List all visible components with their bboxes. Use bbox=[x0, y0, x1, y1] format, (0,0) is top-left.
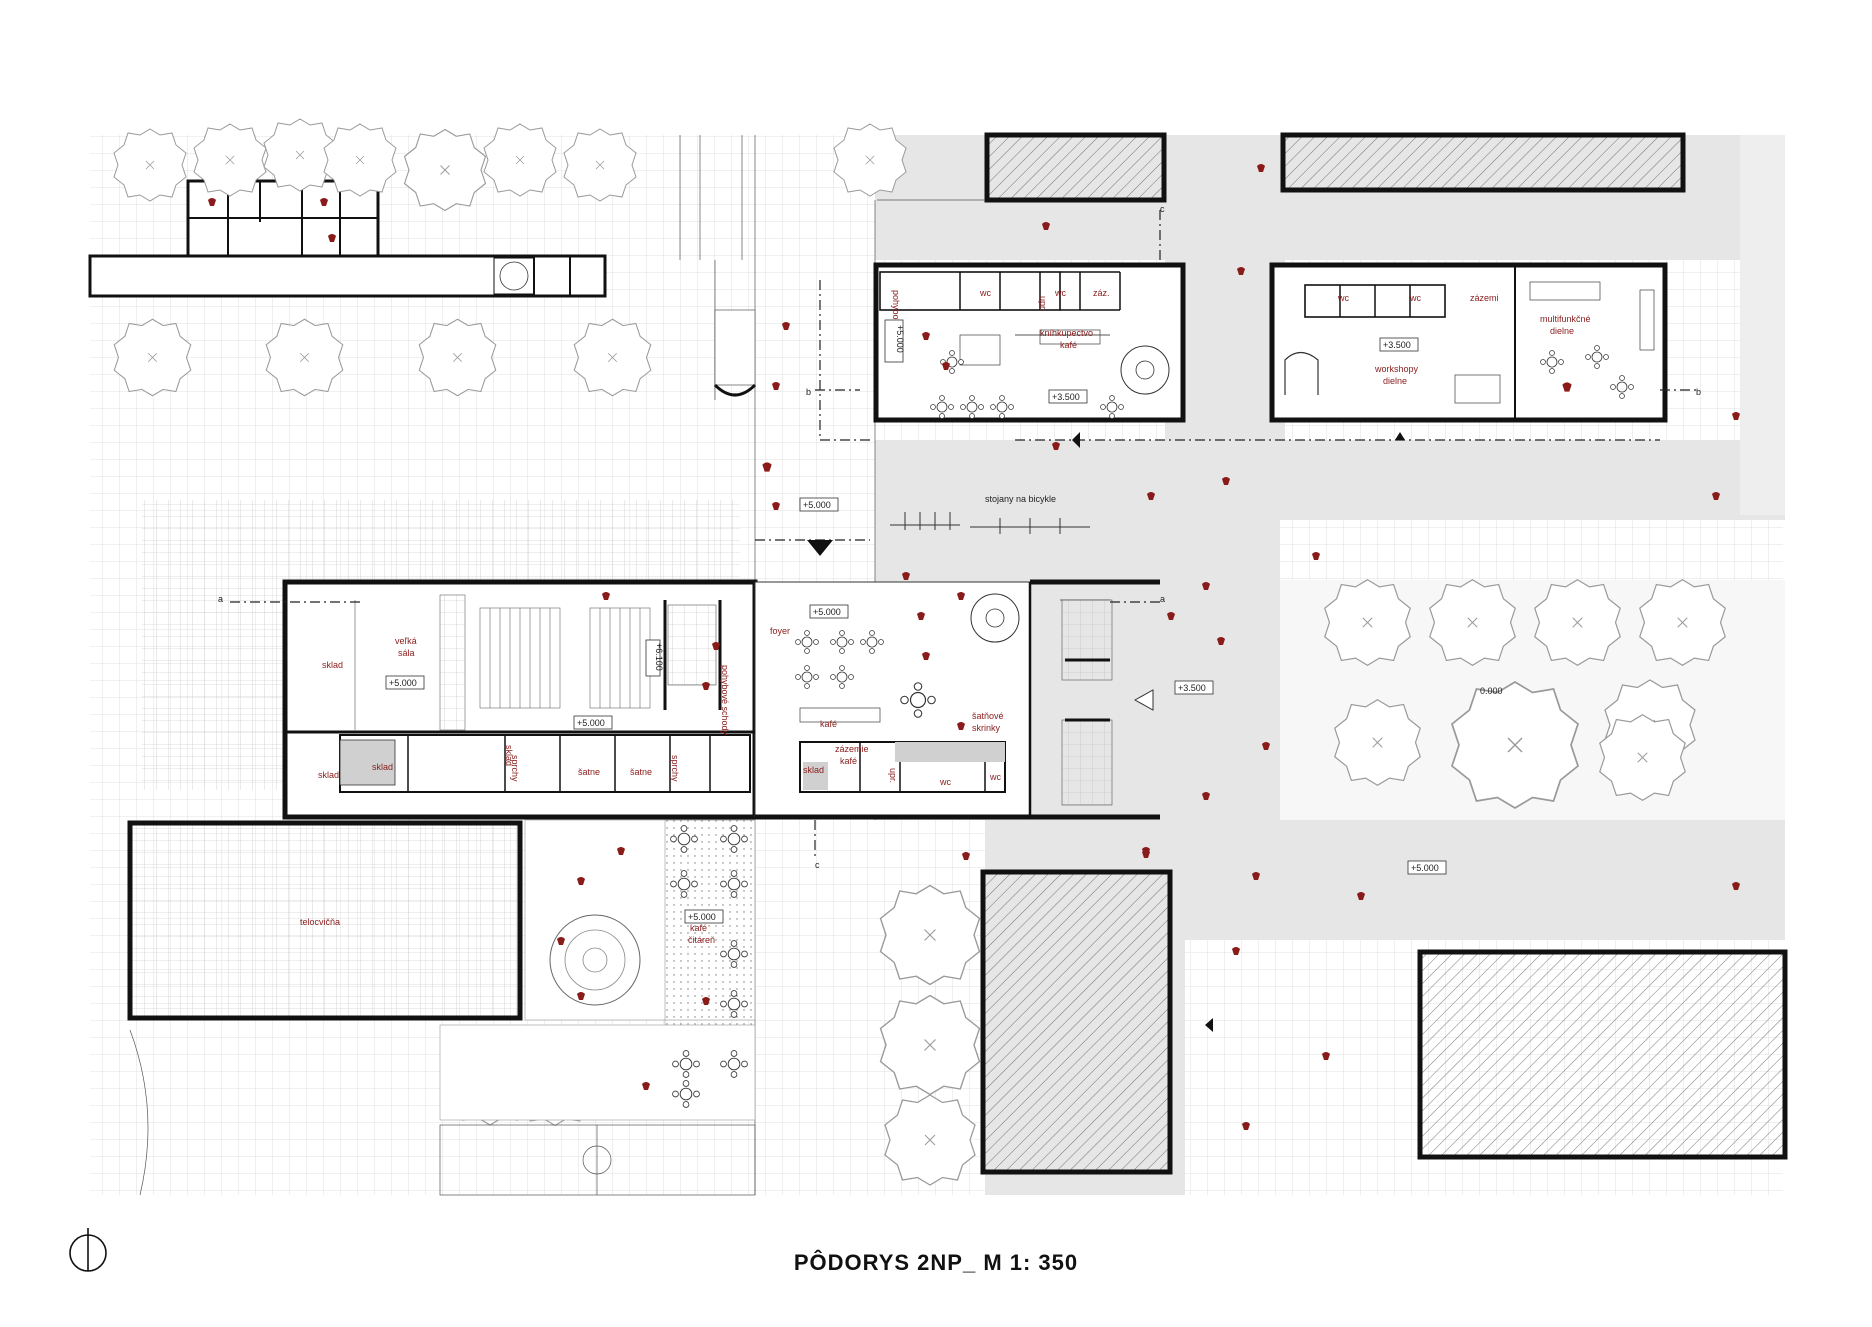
section-marks: a a b b c c bbox=[218, 204, 1701, 870]
label-velka-sala-2: sála bbox=[398, 648, 415, 658]
bookshop-building bbox=[873, 262, 1186, 423]
label-knihkupectvo: kníhkupectvo bbox=[1040, 328, 1093, 338]
label-kafe-mid: kafé bbox=[820, 719, 837, 729]
label-workshopy: workshopy bbox=[1374, 364, 1419, 374]
auditorium-seating bbox=[354, 594, 651, 731]
north-arrow-icon bbox=[69, 1228, 107, 1272]
elevation-tags: +5.000 +3.500 +3.500 +5.000 +5.000 +6.10… bbox=[385, 319, 1503, 924]
upper-street-lines bbox=[679, 135, 985, 1195]
label-sklad-5: sklad bbox=[803, 765, 824, 775]
label-zazemie-kafe-1: zázemie bbox=[835, 744, 869, 754]
section-arrow-icon bbox=[1205, 1018, 1213, 1032]
section-arrow-icon bbox=[1072, 432, 1080, 448]
section-lines bbox=[230, 210, 1700, 860]
label-wc-3: wc bbox=[1337, 293, 1349, 303]
label-dielne-right: dielne bbox=[1550, 326, 1574, 336]
bike-racks bbox=[890, 512, 1090, 534]
label-zazemie-kafe-2: kafé bbox=[840, 756, 857, 766]
label-dielne: dielne bbox=[1383, 376, 1407, 386]
elevation-e12: +5.000 bbox=[688, 912, 716, 922]
label-kafe-citaren-1: kafé bbox=[690, 923, 707, 933]
label-wc-2: wc bbox=[1054, 288, 1066, 298]
gym bbox=[127, 820, 523, 1021]
label-sprchy-1: sprchy bbox=[510, 755, 520, 782]
label-kafe-citaren-2: čitáreň bbox=[688, 935, 715, 945]
elevation-e8: +5.000 bbox=[577, 718, 605, 728]
label-sklad-1: sklad bbox=[322, 660, 343, 670]
section-mark-b-left: b bbox=[806, 387, 811, 397]
label-sprchy-2: sprchy bbox=[670, 755, 680, 782]
elevation-e1: +5.000 bbox=[895, 325, 905, 353]
label-foyer: foyer bbox=[770, 626, 790, 636]
elevation-e10: 0.000 bbox=[1480, 686, 1503, 696]
elevation-e5: +5.000 bbox=[813, 607, 841, 617]
label-velka-sala-1: veľká bbox=[395, 636, 417, 646]
label-satnove-2: skrinky bbox=[972, 723, 1001, 733]
elevation-e3: +3.500 bbox=[1383, 340, 1411, 350]
label-kafe-top: kafé bbox=[1060, 340, 1077, 350]
label-sklad-2: sklad bbox=[318, 770, 339, 780]
label-sklad-3: sklad bbox=[372, 762, 393, 772]
label-upr-2: upr. bbox=[888, 768, 898, 783]
sport-court bbox=[129, 1029, 756, 1196]
foyer-furniture bbox=[795, 630, 936, 723]
elevation-e2: +3.500 bbox=[1052, 392, 1080, 402]
workshop-building bbox=[1269, 262, 1668, 423]
label-satne-1: šatne bbox=[578, 767, 600, 777]
cafe-garden bbox=[439, 819, 756, 1121]
section-c-arrow-icon bbox=[807, 540, 833, 556]
section-mark-a-left: a bbox=[218, 594, 223, 604]
label-wc-4: wc bbox=[1409, 293, 1421, 303]
elevation-e11: +5.000 bbox=[1411, 863, 1439, 873]
elevation-e9: +3.500 bbox=[1178, 683, 1206, 693]
entrance-arrow-icon bbox=[1133, 689, 1154, 711]
section-mark-b-right: b bbox=[1696, 387, 1701, 397]
drawing-title: PÔDORYS 2NP_ M 1: 350 bbox=[793, 1250, 1079, 1275]
label-pohybove-schody-mid: pohybové schody bbox=[720, 665, 730, 736]
label-satnove-1: šatňové bbox=[972, 711, 1004, 721]
section-mark-c-bottom: c bbox=[815, 860, 820, 870]
label-multifunkcne: multifunkčné bbox=[1540, 314, 1591, 324]
label-satne-2: šatne bbox=[630, 767, 652, 777]
label-zaz-1: záz. bbox=[1093, 288, 1110, 298]
label-telocvicna: telocvičňa bbox=[300, 917, 340, 927]
label-wc-6: wc bbox=[989, 772, 1001, 782]
elevation-e4: +5.000 bbox=[803, 500, 831, 510]
label-upr-1: upr. bbox=[1038, 296, 1048, 311]
elevation-e6: +6.100 bbox=[654, 643, 664, 671]
existing-buildings bbox=[226, 132, 1788, 1175]
label-sklad-4: sklad bbox=[504, 745, 514, 766]
section-arrows bbox=[807, 432, 1405, 1032]
section-mark-c-top: c bbox=[1160, 204, 1165, 214]
section-arrow-icon bbox=[1395, 432, 1405, 440]
elevation-e7: +5.000 bbox=[389, 678, 417, 688]
top-left-pavilion bbox=[88, 179, 607, 298]
label-stojany: stojany na bicykle bbox=[985, 494, 1056, 504]
label-zazemie-top: zázemi bbox=[1470, 293, 1499, 303]
label-wc-1: wc bbox=[979, 288, 991, 298]
section-mark-a-right: a bbox=[1160, 594, 1165, 604]
label-wc-5: wc bbox=[939, 777, 951, 787]
